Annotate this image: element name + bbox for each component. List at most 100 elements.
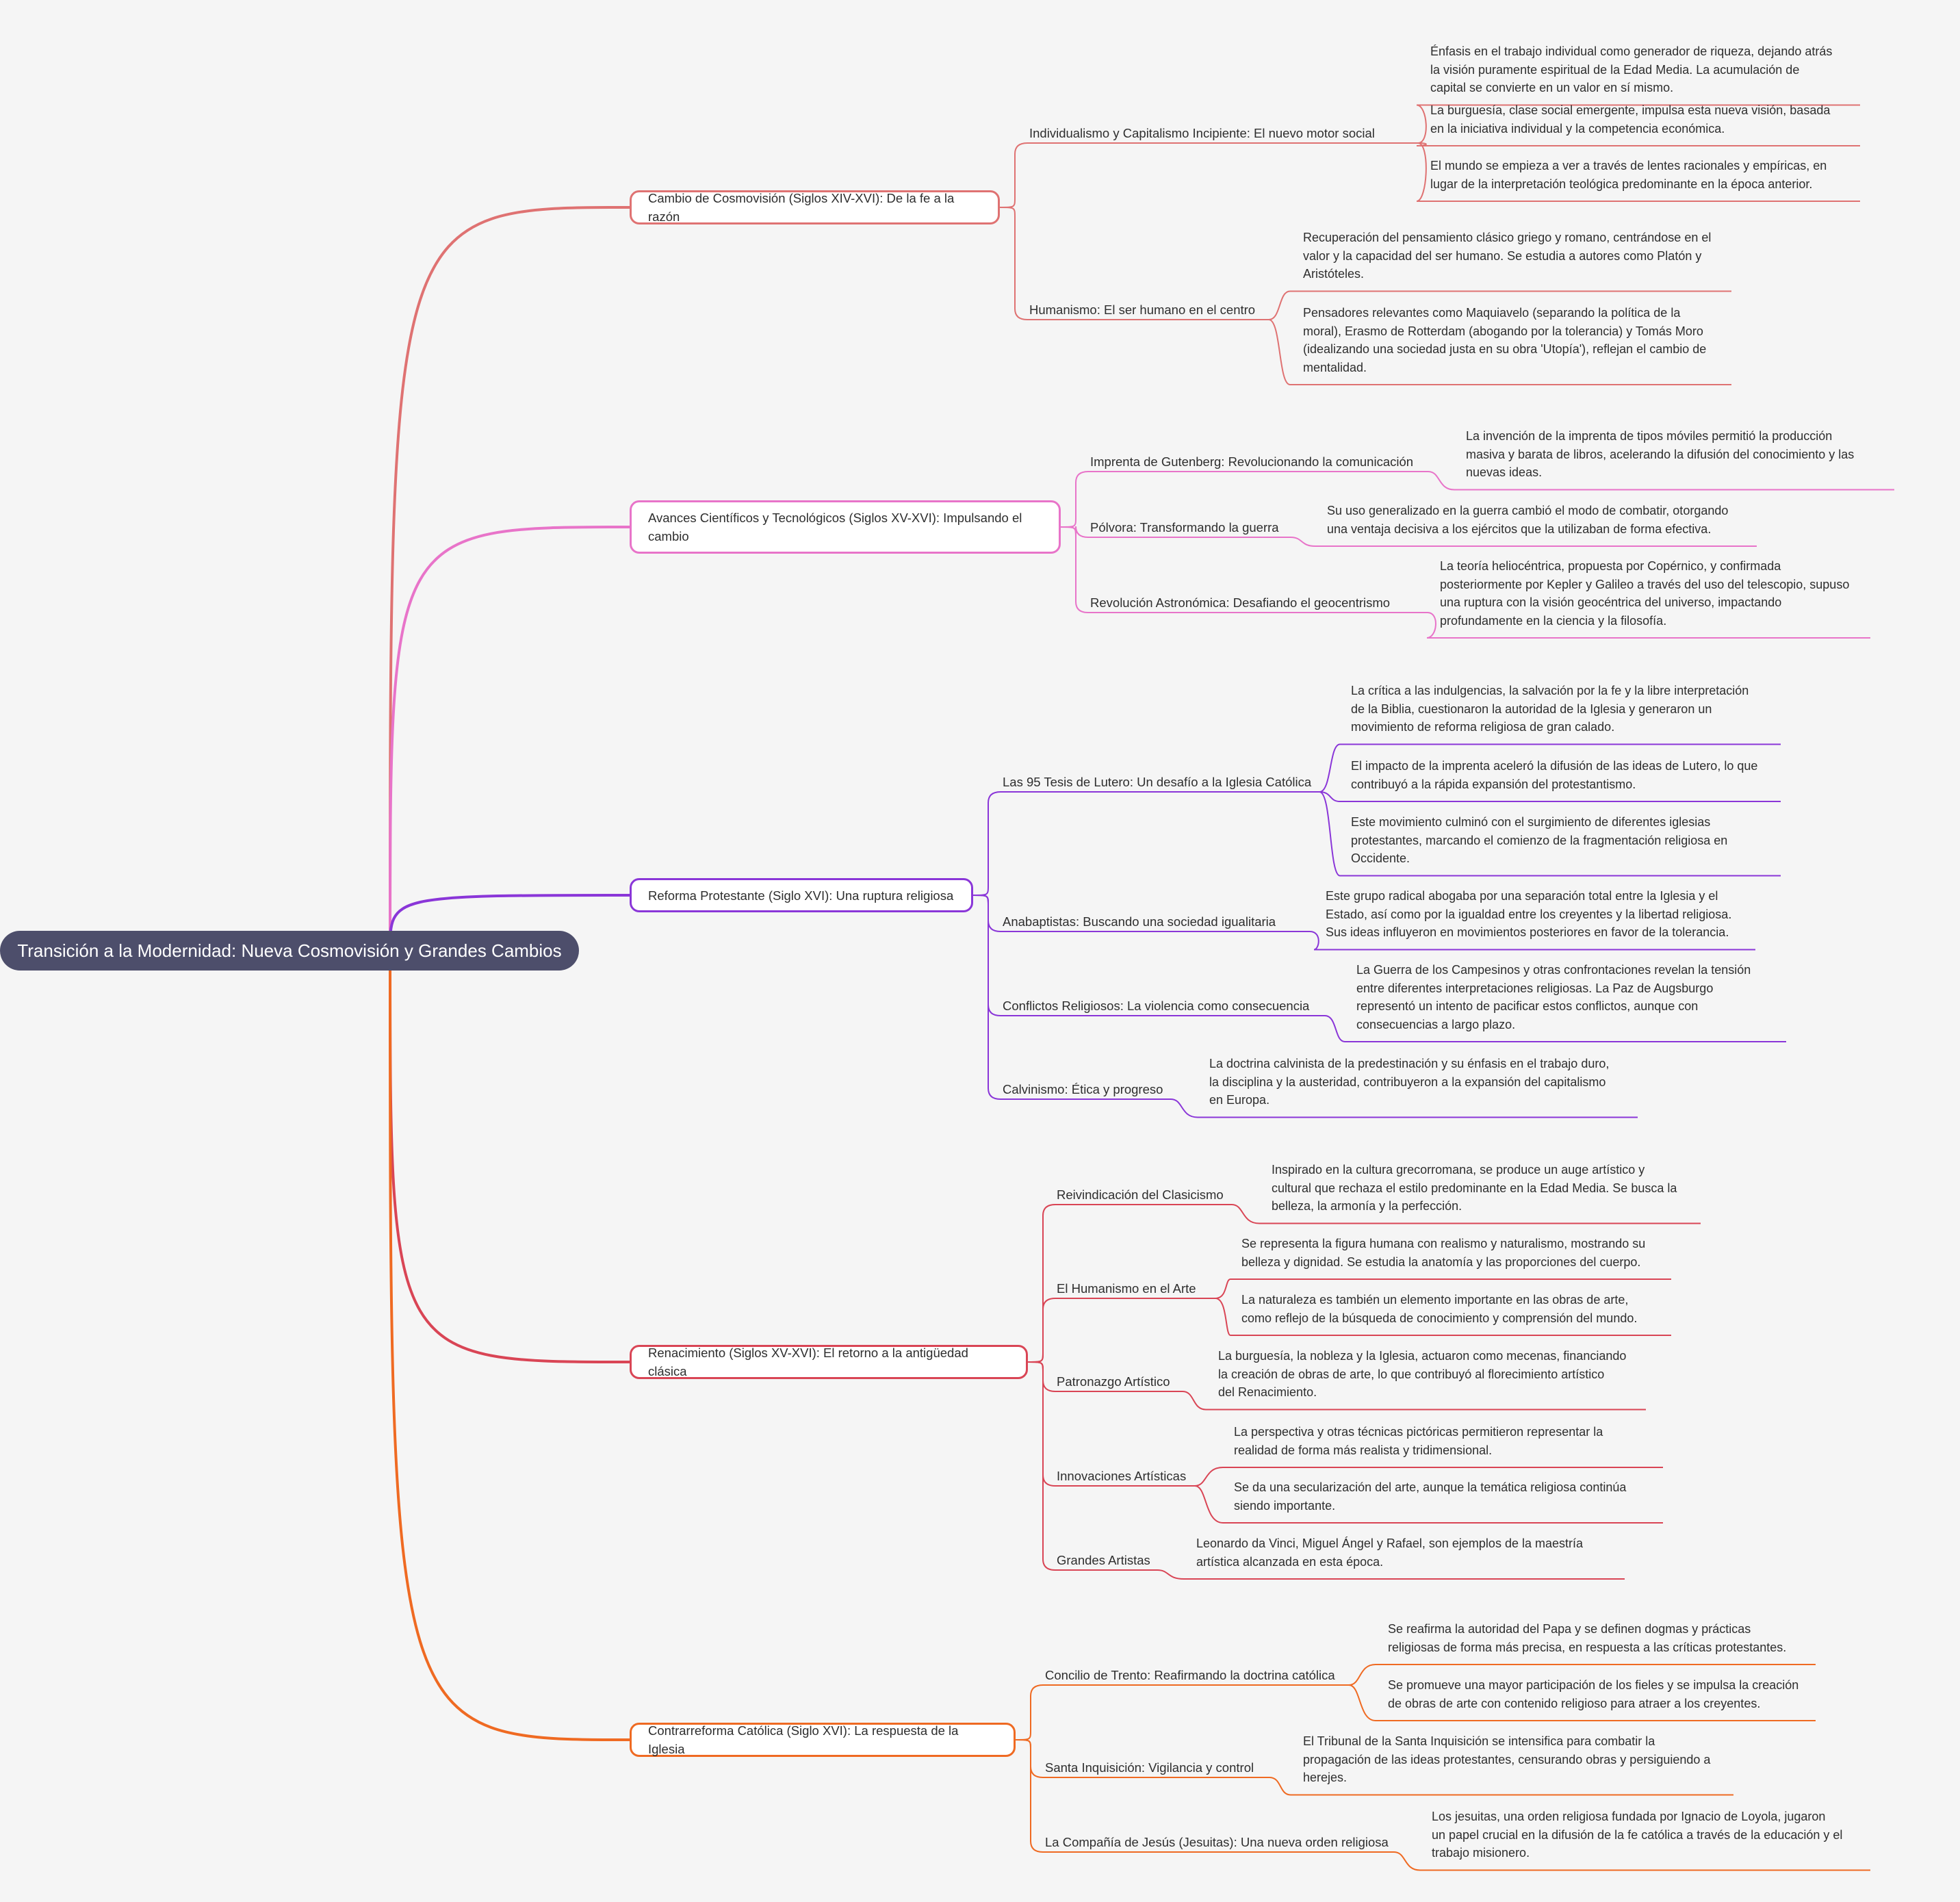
branch-node[interactable]: Cambio de Cosmovisión (Siglos XIV-XVI): …: [630, 190, 1000, 224]
detail-node[interactable]: Se representa la figura humana con reali…: [1241, 1235, 1645, 1271]
detail-line: La perspectiva y otras técnicas pictóric…: [1234, 1425, 1603, 1439]
detail-node[interactable]: La burguesía, clase social emergente, im…: [1430, 101, 1830, 138]
topic-node[interactable]: Reivindicación del Clasicismo: [1057, 1187, 1224, 1202]
detail-line: profundamente en la ciencia y la filosof…: [1440, 613, 1667, 628]
detail-line: una ruptura con la visión geocéntrica de…: [1440, 595, 1782, 609]
detail-connector: [1309, 931, 1755, 951]
detail-node[interactable]: La doctrina calvinista de la predestinac…: [1209, 1055, 1609, 1109]
detail-line: posteriormente por Kepler y Galileo a tr…: [1440, 577, 1850, 591]
detail-node[interactable]: La crítica a las indulgencias, la salvac…: [1351, 682, 1749, 736]
branch-node[interactable]: Renacimiento (Siglos XV-XVI): El retorno…: [630, 1345, 1028, 1379]
detail-connector: [1268, 290, 1731, 320]
detail-node[interactable]: La perspectiva y otras técnicas pictóric…: [1234, 1423, 1603, 1459]
detail-line: de la Biblia, cuestionaron la autoridad …: [1351, 702, 1712, 716]
detail-connector: [1324, 1015, 1786, 1042]
detail-line: representó un intento de pacificar estos…: [1356, 999, 1699, 1013]
detail-line: una ventaja decisiva a los ejércitos que…: [1327, 522, 1712, 536]
topic-node[interactable]: Pólvora: Transformando la guerra: [1090, 520, 1279, 535]
detail-line: entre diferentes interpretaciones religi…: [1356, 981, 1714, 995]
detail-line: de obras de arte con contenido religioso…: [1388, 1696, 1761, 1710]
topic-node[interactable]: Anabaptistas: Buscando una sociedad igua…: [1003, 914, 1276, 929]
detail-line: en Europa.: [1209, 1093, 1270, 1107]
detail-line: la creación de obras de arte, lo que con…: [1218, 1367, 1605, 1381]
detail-node[interactable]: La burguesía, la nobleza y la Iglesia, a…: [1218, 1347, 1626, 1402]
topic-node[interactable]: Conflictos Religiosos: La violencia como…: [1003, 999, 1310, 1013]
branch-connector: [389, 206, 630, 951]
branch-node[interactable]: Reforma Protestante (Siglo XVI): Una rup…: [630, 878, 973, 912]
detail-connector: [1416, 142, 1860, 202]
detail-node[interactable]: Este movimiento culminó con el surgimien…: [1351, 813, 1727, 868]
detail-line: belleza y dignidad. Se estudia la anatom…: [1241, 1255, 1641, 1269]
detail-connector: [1215, 1298, 1671, 1336]
topic-connector: [999, 207, 1269, 320]
detail-line: un papel crucial en la difusión de la fe…: [1432, 1827, 1843, 1842]
topic-node[interactable]: Individualismo y Capitalismo Incipiente:…: [1029, 126, 1375, 140]
detail-connector: [1428, 471, 1894, 491]
topic-node[interactable]: Grandes Artistas: [1057, 1553, 1150, 1567]
topic-node[interactable]: La Compañía de Jesús (Jesuitas): Una nue…: [1045, 1835, 1389, 1849]
detail-line: herejes.: [1303, 1771, 1348, 1784]
detail-line: la visión puramente espiritual de la Eda…: [1430, 62, 1800, 77]
detail-node[interactable]: El mundo se empieza a ver a través de le…: [1430, 157, 1827, 193]
detail-node[interactable]: Su uso generalizado en la guerra cambió …: [1327, 502, 1728, 538]
detail-connector: [1215, 1278, 1671, 1299]
detail-line: Inspirado en la cultura grecorromana, se…: [1272, 1163, 1645, 1177]
branch-node[interactable]: Avances Científicos y Tecnológicos (Sigl…: [630, 500, 1061, 554]
detail-node[interactable]: La Guerra de los Campesinos y otras conf…: [1356, 961, 1751, 1033]
topic-node[interactable]: Santa Inquisición: Vigilancia y control: [1045, 1760, 1254, 1775]
detail-line: contribuyó a la rápida expansión del pro…: [1351, 777, 1636, 791]
detail-node[interactable]: La teoría heliocéntrica, propuesta por C…: [1440, 557, 1849, 630]
detail-line: Los jesuitas, una orden religiosa fundad…: [1432, 1810, 1826, 1823]
detail-line: La invención de la imprenta de tipos móv…: [1466, 429, 1833, 443]
detail-node[interactable]: Se da una secularización del arte, aunqu…: [1234, 1478, 1626, 1515]
detail-connector: [1416, 142, 1860, 146]
detail-line: masiva y barata de libros, acelerando la…: [1466, 447, 1855, 461]
topic-connector: [999, 142, 1418, 208]
detail-node[interactable]: La naturaleza es también un elemento imp…: [1241, 1291, 1637, 1327]
topic-node[interactable]: Concilio de Trento: Reafirmando la doctr…: [1045, 1668, 1335, 1682]
topic-node[interactable]: Calvinismo: Ética y progreso: [1003, 1082, 1163, 1096]
detail-node[interactable]: La invención de la imprenta de tipos móv…: [1466, 427, 1854, 482]
topic-node[interactable]: Las 95 Tesis de Lutero: Un desafío a la …: [1003, 775, 1312, 789]
detail-node[interactable]: Los jesuitas, una orden religiosa fundad…: [1432, 1808, 1842, 1862]
detail-line: La burguesía, la nobleza y la Iglesia, a…: [1218, 1349, 1627, 1363]
detail-line: Énfasis en el trabajo individual como ge…: [1430, 44, 1833, 58]
detail-node[interactable]: Recuperación del pensamiento clásico gri…: [1303, 229, 1711, 283]
detail-line: movimiento de reforma religiosa de gran …: [1351, 720, 1615, 734]
detail-connector: [1182, 1391, 1646, 1411]
detail-line: religiosas de forma más precisa, en resp…: [1388, 1640, 1787, 1654]
detail-node[interactable]: Inspirado en la cultura grecorromana, se…: [1272, 1161, 1677, 1216]
detail-node[interactable]: El Tribunal de la Santa Inquisición se i…: [1303, 1732, 1710, 1787]
detail-line: como reflejo de la búsqueda de conocimie…: [1241, 1311, 1638, 1325]
topic-connector: [972, 895, 1171, 1100]
detail-line: La teoría heliocéntrica, propuesta por C…: [1440, 559, 1781, 573]
topic-node[interactable]: Patronazgo Artístico: [1057, 1374, 1170, 1389]
detail-line: El impacto de la imprenta aceleró la dif…: [1351, 759, 1758, 773]
topic-node[interactable]: Revolución Astronómica: Desafiando el ge…: [1090, 595, 1391, 610]
branch-node[interactable]: Contrarreforma Católica (Siglo XVI): La …: [630, 1723, 1016, 1757]
detail-line: Este grupo radical abogaba por una separ…: [1326, 889, 1718, 903]
topic-node[interactable]: El Humanismo en el Arte: [1057, 1281, 1196, 1296]
root-topic[interactable]: Transición a la Modernidad: Nueva Cosmov…: [0, 931, 579, 971]
detail-connector: [1416, 104, 1860, 144]
detail-node[interactable]: El impacto de la imprenta aceleró la dif…: [1351, 757, 1757, 793]
detail-line: valor y la capacidad del ser humano. Se …: [1303, 248, 1702, 263]
detail-line: Sus ideas influyeron en movimientos post…: [1326, 925, 1729, 939]
detail-node[interactable]: Énfasis en el trabajo individual como ge…: [1430, 42, 1832, 97]
detail-node[interactable]: Se reafirma la autoridad del Papa y se d…: [1388, 1620, 1786, 1656]
detail-node[interactable]: Este grupo radical abogaba por una separ…: [1326, 887, 1731, 942]
detail-line: consecuencias a largo plazo.: [1356, 1017, 1516, 1031]
branch-connector: [389, 950, 630, 1741]
detail-line: artística alcanzada en esta época.: [1196, 1554, 1384, 1569]
topic-node[interactable]: Imprenta de Gutenberg: Revolucionando la…: [1090, 454, 1414, 469]
topic-node[interactable]: Innovaciones Artísticas: [1057, 1469, 1187, 1483]
detail-node[interactable]: Leonardo da Vinci, Miguel Ángel y Rafael…: [1196, 1534, 1583, 1571]
detail-node[interactable]: Pensadores relevantes como Maquiavelo (s…: [1303, 304, 1706, 376]
detail-line: El mundo se empieza a ver a través de le…: [1430, 159, 1827, 172]
topic-node[interactable]: Humanismo: El ser humano en el centro: [1029, 303, 1256, 317]
detail-line: capital se convierte en un valor en sí m…: [1430, 81, 1674, 94]
detail-node[interactable]: Se promueve una mayor participación de l…: [1388, 1676, 1798, 1712]
detail-line: El Tribunal de la Santa Inquisición se i…: [1303, 1734, 1655, 1748]
branch-connector: [389, 950, 630, 1363]
